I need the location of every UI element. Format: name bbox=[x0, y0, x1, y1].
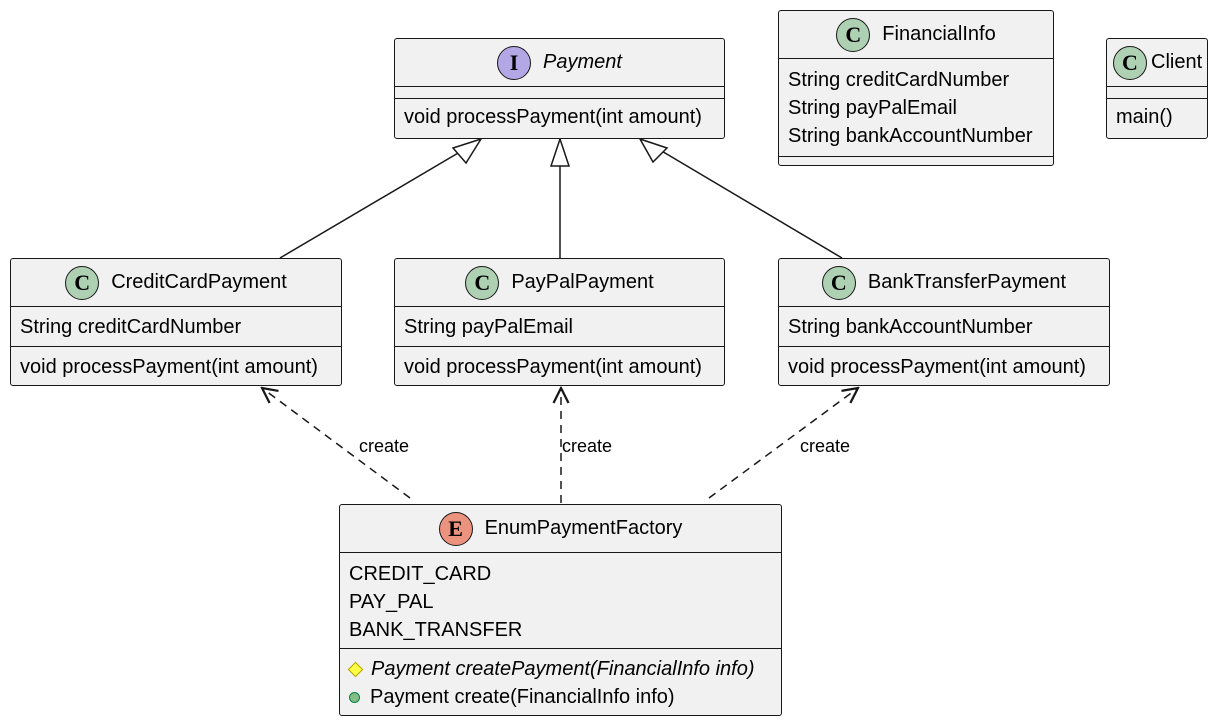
banktransferpayment-methods: void processPayment(int amount) bbox=[779, 346, 1109, 381]
creditcardpayment-method: void processPayment(int amount) bbox=[20, 356, 318, 378]
paypalpayment-fields: String payPalEmail bbox=[395, 306, 724, 346]
interface-icon: I bbox=[497, 45, 532, 80]
banktransferpayment-fields: String bankAccountNumber bbox=[779, 306, 1109, 346]
financialinfo-header: C FinancialInfo bbox=[779, 11, 1053, 58]
create-line-banktransfer bbox=[708, 388, 858, 499]
banktransferpayment-class-box[interactable]: C BankTransferPayment String bankAccount… bbox=[778, 258, 1110, 386]
public-dot-icon bbox=[349, 691, 360, 703]
payment-header: I Payment bbox=[395, 39, 724, 86]
enum-constants: CREDIT_CARD PAY_PAL BANK_TRANSFER bbox=[340, 552, 781, 648]
enum-constant: CREDIT_CARD bbox=[349, 563, 492, 585]
inherit-triangle-creditcard bbox=[451, 137, 483, 165]
client-class-box[interactable]: C Client main() bbox=[1106, 38, 1208, 139]
financialinfo-field: String payPalEmail bbox=[788, 97, 957, 119]
financialinfo-class-box[interactable]: C FinancialInfo String creditCardNumber … bbox=[778, 10, 1054, 166]
class-icon: C bbox=[836, 17, 871, 52]
creditcardpayment-class-box[interactable]: C CreditCardPayment String creditCardNum… bbox=[10, 258, 342, 386]
inherit-line-creditcard bbox=[279, 145, 471, 259]
create-label-creditcard: create bbox=[359, 436, 410, 456]
payment-methods: void processPayment(int amount) bbox=[395, 98, 724, 131]
enum-method-row: Payment createPayment(FinancialInfo info… bbox=[346, 655, 772, 683]
banktransferpayment-title: BankTransferPayment bbox=[867, 271, 1067, 293]
client-methods: main() bbox=[1107, 98, 1207, 131]
create-line-creditcard bbox=[262, 388, 411, 499]
creditcardpayment-header: C CreditCardPayment bbox=[11, 259, 341, 306]
financialinfo-title: FinancialInfo bbox=[882, 23, 996, 45]
inherit-triangle-banktransfer bbox=[638, 137, 669, 164]
class-icon: C bbox=[821, 265, 856, 300]
banktransferpayment-header: C BankTransferPayment bbox=[779, 259, 1109, 306]
enum-method: Payment create(FinancialInfo info) bbox=[370, 686, 675, 708]
paypalpayment-class-box[interactable]: C PayPalPayment String payPalEmail void … bbox=[394, 258, 725, 386]
enum-constant: BANK_TRANSFER bbox=[349, 619, 523, 641]
paypalpayment-method: void processPayment(int amount) bbox=[404, 356, 702, 378]
enum-method: Payment createPayment(FinancialInfo info… bbox=[371, 658, 755, 680]
enum-method-row: Payment create(FinancialInfo info) bbox=[346, 683, 772, 711]
financialinfo-fields: String creditCardNumber String payPalEma… bbox=[779, 58, 1053, 156]
financialinfo-field: String creditCardNumber bbox=[788, 69, 1010, 91]
financialinfo-field: String bankAccountNumber bbox=[788, 125, 1033, 147]
protected-diamond-icon bbox=[347, 661, 364, 677]
enumpaymentfactory-title: EnumPaymentFactory bbox=[484, 517, 683, 539]
banktransferpayment-field: String bankAccountNumber bbox=[788, 316, 1033, 338]
client-fields bbox=[1107, 86, 1207, 98]
paypalpayment-title: PayPalPayment bbox=[511, 271, 654, 293]
class-icon: C bbox=[65, 265, 100, 300]
inherit-triangle-paypal bbox=[549, 136, 571, 167]
client-title: Client bbox=[1151, 51, 1203, 73]
payment-interface-box[interactable]: I Payment void processPayment(int amount… bbox=[394, 38, 725, 139]
enum-methods: Payment createPayment(FinancialInfo info… bbox=[340, 648, 781, 711]
paypalpayment-methods: void processPayment(int amount) bbox=[395, 346, 724, 381]
create-label-banktransfer: create bbox=[800, 436, 851, 456]
enum-icon: E bbox=[438, 511, 473, 546]
paypalpayment-header: C PayPalPayment bbox=[395, 259, 724, 306]
payment-title: Payment bbox=[543, 51, 622, 73]
payment-fields bbox=[395, 86, 724, 98]
client-method: main() bbox=[1116, 106, 1173, 128]
banktransferpayment-method: void processPayment(int amount) bbox=[788, 356, 1086, 378]
paypalpayment-field: String payPalEmail bbox=[404, 316, 573, 338]
client-header: C Client bbox=[1107, 39, 1207, 86]
enum-constant: PAY_PAL bbox=[349, 591, 434, 613]
class-icon: C bbox=[1113, 45, 1147, 80]
financialinfo-methods bbox=[779, 156, 1053, 168]
creditcardpayment-fields: String creditCardNumber bbox=[11, 306, 341, 346]
inherit-line-banktransfer bbox=[659, 149, 843, 259]
enumpaymentfactory-header: E EnumPaymentFactory bbox=[340, 505, 781, 552]
class-icon: C bbox=[465, 265, 500, 300]
creditcardpayment-field: String creditCardNumber bbox=[20, 316, 242, 338]
payment-method: void processPayment(int amount) bbox=[404, 106, 702, 128]
enumpaymentfactory-enum-box[interactable]: E EnumPaymentFactory CREDIT_CARD PAY_PAL… bbox=[339, 504, 782, 716]
create-label-paypal: create bbox=[562, 436, 613, 456]
creditcardpayment-title: CreditCardPayment bbox=[111, 271, 287, 293]
creditcardpayment-methods: void processPayment(int amount) bbox=[11, 346, 341, 381]
